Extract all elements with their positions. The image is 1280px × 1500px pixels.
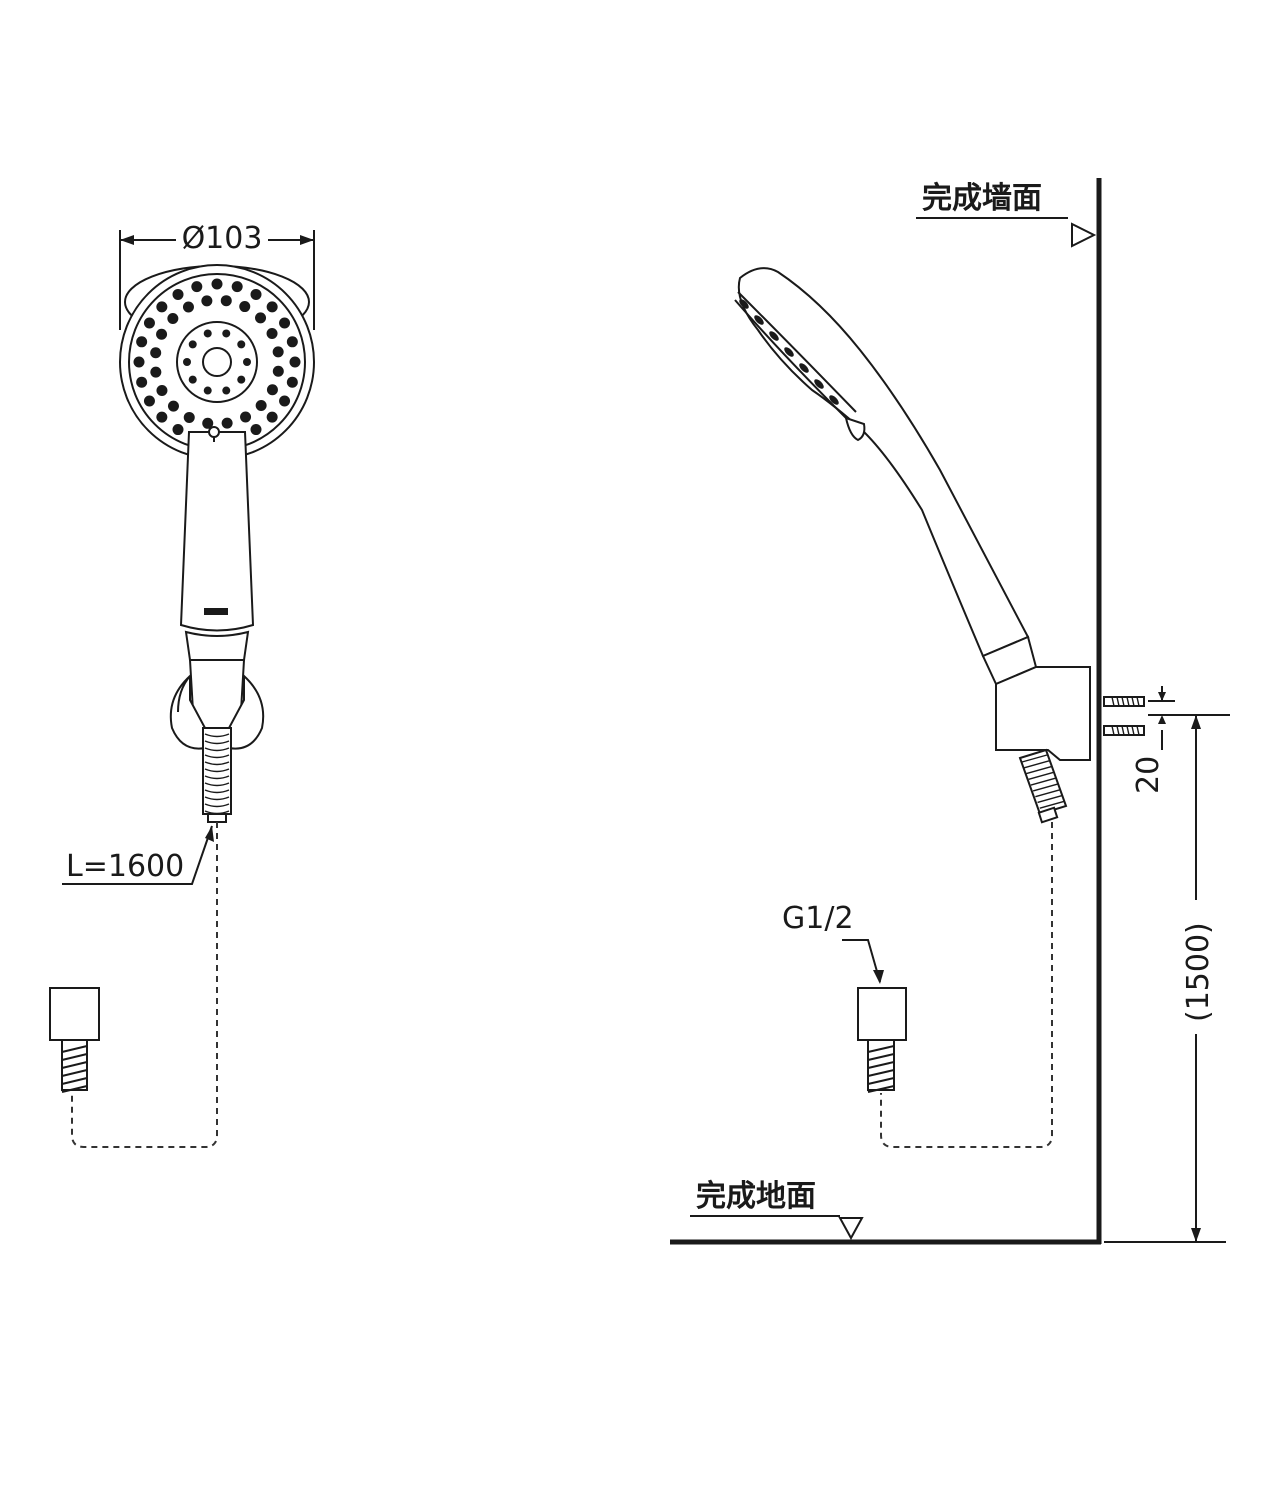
handle-front	[179, 426, 255, 729]
finished-wall-label: 完成墙面	[922, 181, 1042, 216]
front-view: Ø103	[49, 221, 315, 1148]
diameter-dimension: Ø103	[119, 221, 315, 330]
bracket-dimension: 20	[1131, 686, 1230, 794]
hose-front	[202, 727, 232, 823]
height-dimension: (1500)	[1104, 715, 1226, 1243]
hose-length-callout: L=1600	[62, 825, 214, 885]
thread-label: G1/2	[782, 901, 854, 936]
hose-length-label: L=1600	[66, 849, 184, 884]
spray-holes-side	[739, 299, 839, 405]
finished-floor-label: 完成地面	[696, 1179, 816, 1214]
bracket-dimension-label: 20	[1131, 756, 1166, 794]
spray-holes	[133, 278, 301, 446]
wall-outlet-side	[857, 987, 907, 1093]
wall-callout: 完成墙面	[916, 181, 1097, 248]
hose-side	[1018, 748, 1068, 824]
height-dimension-label: (1500)	[1181, 922, 1216, 1022]
floor-callout: 完成地面	[690, 1179, 864, 1241]
wall-holder-side	[995, 666, 1091, 761]
shower-head-front	[119, 264, 315, 460]
mounting-screws	[1103, 696, 1145, 736]
side-view: 完成墙面 完成地面	[670, 178, 1230, 1245]
thread-callout: G1/2	[782, 901, 884, 984]
wall-outlet-front	[49, 987, 100, 1093]
shower-head-side	[734, 267, 1038, 686]
diameter-label: Ø103	[182, 221, 263, 256]
